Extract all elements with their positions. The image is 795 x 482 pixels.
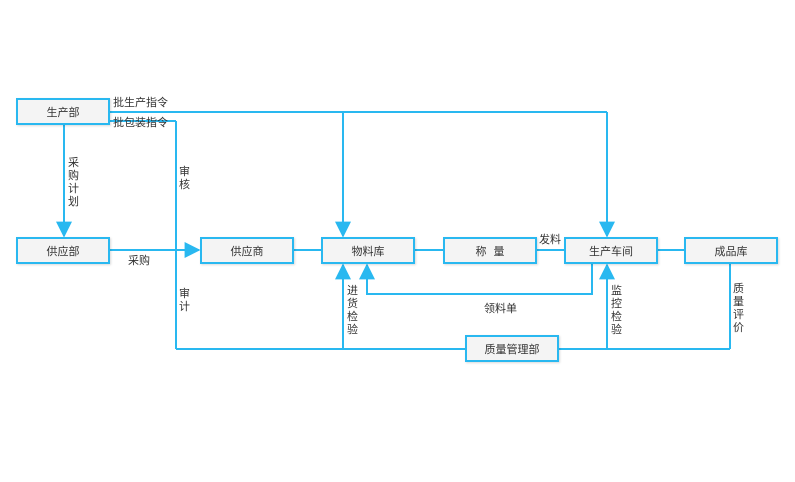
node-production-workshop[interactable]: 生产车间	[564, 237, 658, 264]
label-requisition: 领料单	[484, 302, 517, 315]
node-quality-dept[interactable]: 质量管理部	[465, 335, 559, 362]
node-supplier[interactable]: 供应商	[200, 237, 294, 264]
node-weighing[interactable]: 称 量	[443, 237, 537, 264]
label-audit: 审计	[179, 287, 190, 313]
label-quality-evaluation: 质量评价	[733, 282, 744, 334]
label-review: 审核	[179, 165, 190, 191]
edge-requisition	[359, 263, 593, 295]
label-purchase: 采购	[128, 254, 150, 267]
label-incoming-inspection: 进货检验	[347, 284, 358, 336]
node-production-dept[interactable]: 生产部	[16, 98, 110, 125]
label-batch-production-order: 批生产指令	[113, 96, 168, 109]
node-supply-dept[interactable]: 供应部	[16, 237, 110, 264]
label-monitor-inspection: 监控检验	[611, 284, 622, 336]
node-finished-goods-warehouse[interactable]: 成品库	[684, 237, 778, 264]
node-material-warehouse[interactable]: 物料库	[321, 237, 415, 264]
label-batch-packaging-order: 批包装指令	[113, 116, 168, 129]
label-issue-material: 发料	[539, 233, 561, 246]
label-purchase-plan: 采购计划	[68, 156, 79, 208]
